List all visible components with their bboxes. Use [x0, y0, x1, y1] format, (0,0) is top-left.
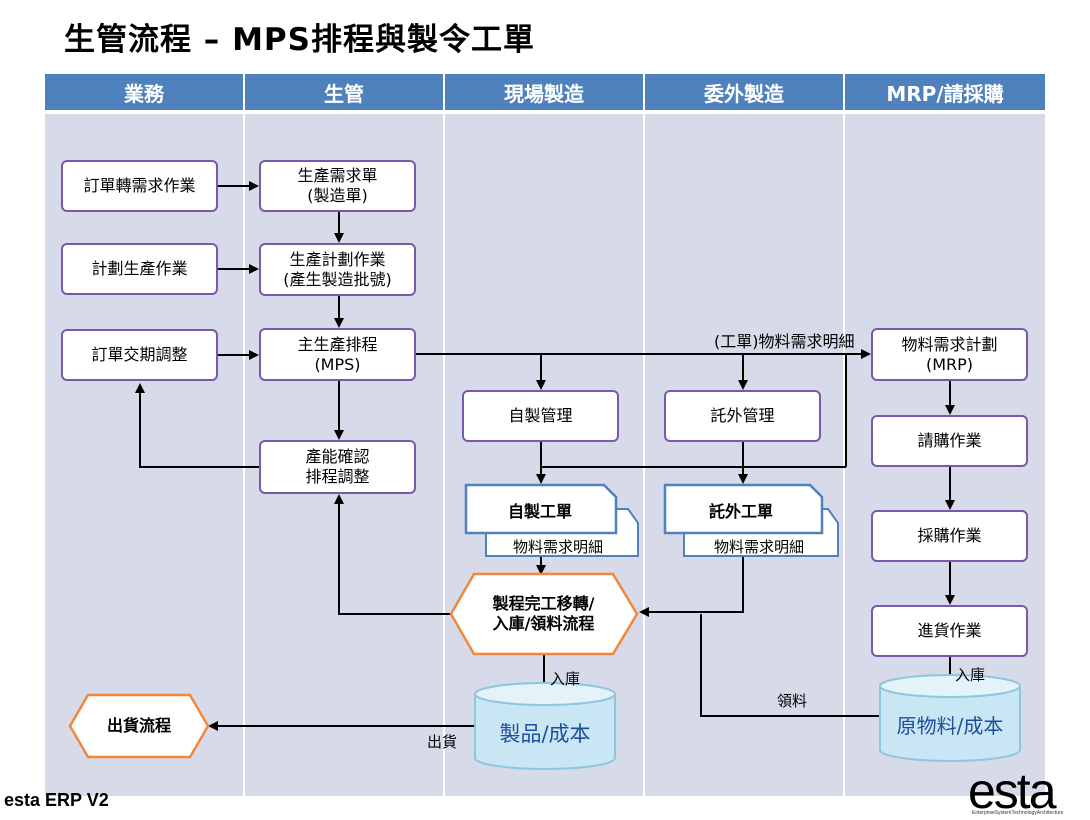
- process-flow-shape: [449, 572, 639, 656]
- edge-label-shipment: 出貨: [427, 733, 458, 751]
- doc-outsource-order-detail: 物料需求明細: [713, 538, 804, 556]
- doc-outsource-order-label: 託外工單: [708, 502, 773, 521]
- page-title: 生管流程 – MPS排程與製令工單: [64, 22, 535, 58]
- shipping-flow-shape: [68, 693, 210, 759]
- doc-outsource-order-shape: [663, 483, 839, 557]
- edge-capacity-to-adjust: [135, 383, 262, 468]
- lane-header-outsourcing: 委外製造: [645, 74, 843, 110]
- node-shipping-flow: 出貨流程: [106, 716, 171, 735]
- node-production-plan: 生產計劃作業 (產生製造批號): [259, 243, 416, 296]
- materials-db-shape: [879, 674, 1021, 762]
- lane-header-production-control: 生管: [245, 74, 443, 110]
- doc-self-order-shape: [464, 483, 639, 557]
- esta-logo-tagline: EnterpriseSystemTechnologyArchitecture: [972, 810, 1064, 816]
- lane-header-mrp-purchasing: MRP/請採購: [845, 74, 1045, 110]
- node-purchase: 採購作業: [871, 510, 1028, 562]
- node-mps: 主生產排程 (MPS): [259, 328, 416, 381]
- footer-product-name: esta ERP V2: [4, 790, 109, 810]
- node-plan-production: 計劃生產作業: [61, 243, 218, 295]
- lane-header-shop-floor: 現場製造: [445, 74, 643, 110]
- doc-self-order-label: 自製工單: [507, 502, 572, 521]
- edge-outsource-order-to-process: [639, 556, 744, 617]
- node-production-demand: 生產需求單 (製造單): [259, 160, 416, 212]
- edge-label-stock-in-materials: 入庫: [955, 666, 986, 684]
- esta-logo: esta: [968, 763, 1057, 819]
- edge-label-work-order-material: (工單)物料需求明細: [714, 332, 855, 351]
- db-products-label: 製品/成本: [499, 722, 591, 746]
- db-materials-label: 原物料/成本: [896, 714, 1004, 738]
- node-order-date-adjust: 訂單交期調整: [61, 329, 218, 381]
- edge-materials-to-process: [700, 614, 880, 717]
- node-order-to-demand: 訂單轉需求作業: [61, 160, 218, 212]
- node-requisition: 請購作業: [871, 415, 1028, 467]
- node-capacity-check: 產能確認 排程調整: [259, 440, 416, 494]
- lane-body-sales: [45, 114, 243, 796]
- node-outsource-manage: 託外管理: [664, 390, 821, 442]
- edge-label-stock-in-products: 入庫: [550, 670, 581, 688]
- products-db-shape: [474, 682, 616, 770]
- edge-process-to-capacity: [334, 494, 451, 615]
- doc-self-order-detail: 物料需求明細: [512, 538, 603, 556]
- node-process-flow: 製程完工移轉/ 入庫/領料流程: [492, 594, 595, 633]
- node-mrp: 物料需求計劃 (MRP): [871, 328, 1028, 381]
- node-receiving: 進貨作業: [871, 605, 1028, 657]
- edge-label-material-issue: 領料: [777, 692, 808, 710]
- lane-header-sales: 業務: [45, 74, 243, 110]
- node-self-manage: 自製管理: [462, 390, 619, 442]
